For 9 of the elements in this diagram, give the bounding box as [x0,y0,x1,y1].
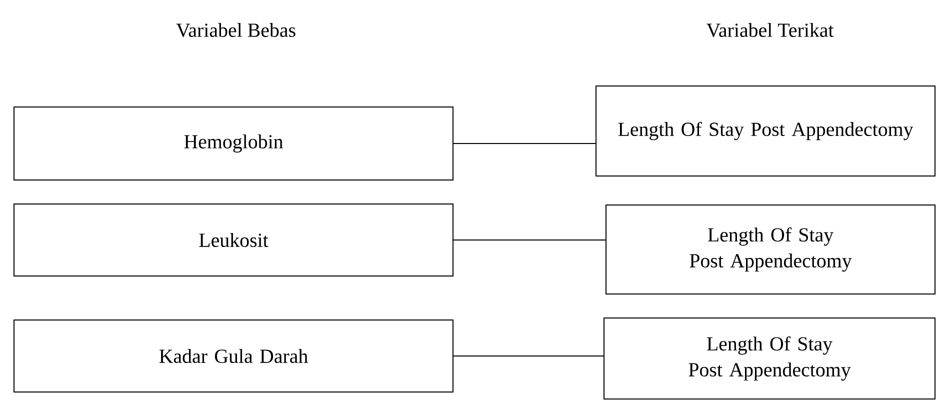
variable-box: Length Of Stay Post Appendectomy [596,86,936,176]
variable-box: Kadar Gula Darah [14,320,454,392]
connector-line [453,143,596,144]
variable-box: Length Of Stay Post Appendectomy [606,204,936,294]
column-heading: Variabel Terikat [706,22,834,38]
variable-box: Length Of Stay Post Appendectomy [604,318,936,400]
variable-box: Hemoglobin [14,106,454,180]
column-heading: Variabel Bebas [176,22,296,38]
variable-box: Leukosit [14,204,454,276]
